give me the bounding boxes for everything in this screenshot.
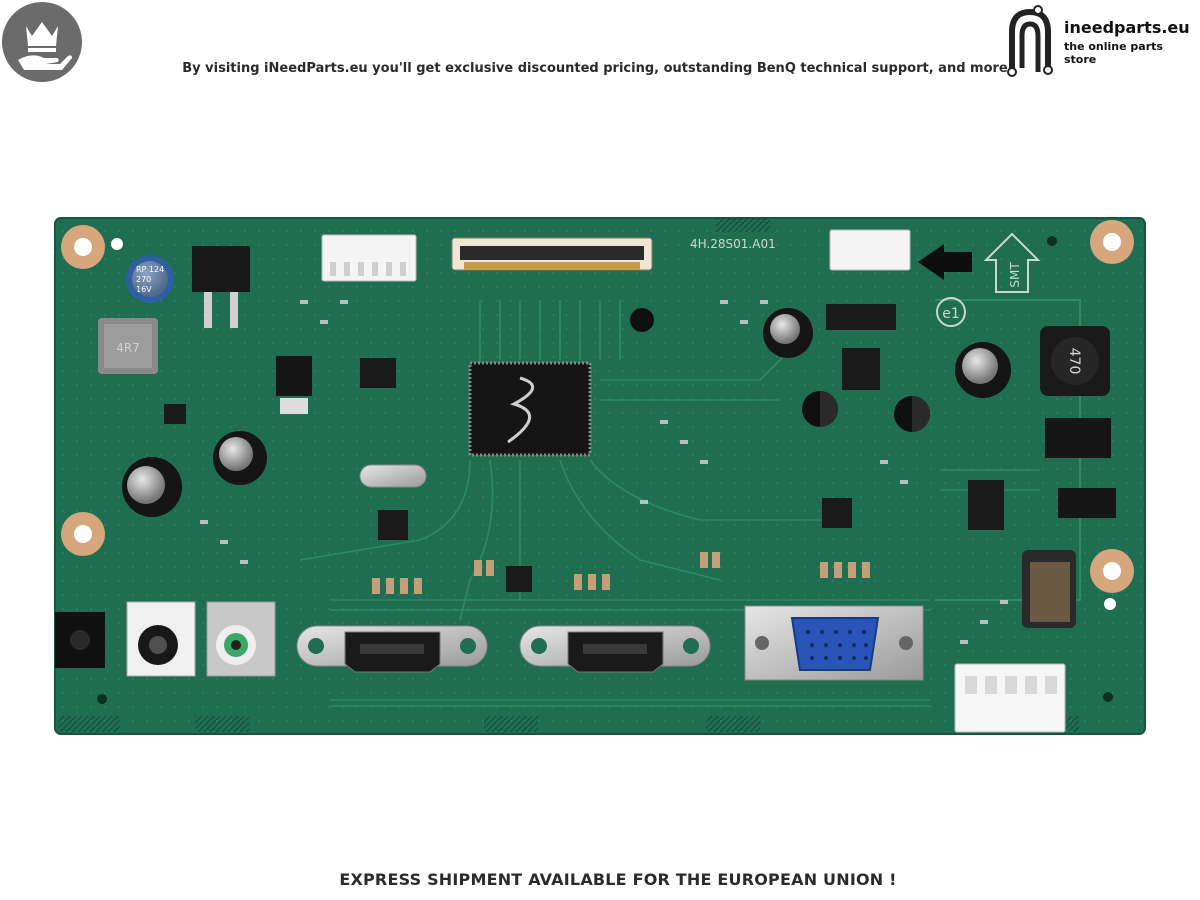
hdmi-port-1	[296, 625, 488, 673]
shipping-notice: EXPRESS SHIPMENT AVAILABLE FOR THE EUROP…	[339, 870, 897, 889]
cap-label-3: 16V	[136, 285, 152, 294]
cap-label-1: RP 124	[136, 265, 164, 274]
crown-hand-icon	[18, 22, 72, 70]
logo-subtitle: the online parts store	[1064, 40, 1163, 66]
voltage-regulator	[192, 246, 250, 292]
main-scaler-chip	[468, 361, 592, 457]
part-number-label: 4H.28S01.A01	[690, 237, 776, 251]
ineedparts-logo[interactable]: ineedparts.eu the online parts store	[1002, 2, 1198, 78]
promo-tagline: By visiting iNeedParts.eu you'll get exc…	[182, 61, 1008, 76]
mounting-holes	[61, 220, 1134, 704]
e1-label: e1	[942, 306, 960, 322]
smt-label: SMT	[1008, 262, 1022, 288]
inductor-left-label: 4R7	[116, 341, 140, 355]
connector-top-right	[829, 229, 911, 271]
hdmi-port-2	[519, 625, 711, 673]
vga-port	[744, 605, 924, 681]
crystal-oscillator	[359, 464, 427, 488]
cap-label-2: 270	[136, 275, 151, 284]
crown-badge-icon	[2, 2, 82, 82]
connector-bottom-right	[954, 663, 1066, 733]
inductor-right-label: 470	[1066, 348, 1082, 375]
arrow-marker	[918, 244, 972, 280]
ineedparts-logo-icon	[1007, 5, 1053, 77]
logo-name: ineedparts.eu	[1064, 18, 1190, 37]
